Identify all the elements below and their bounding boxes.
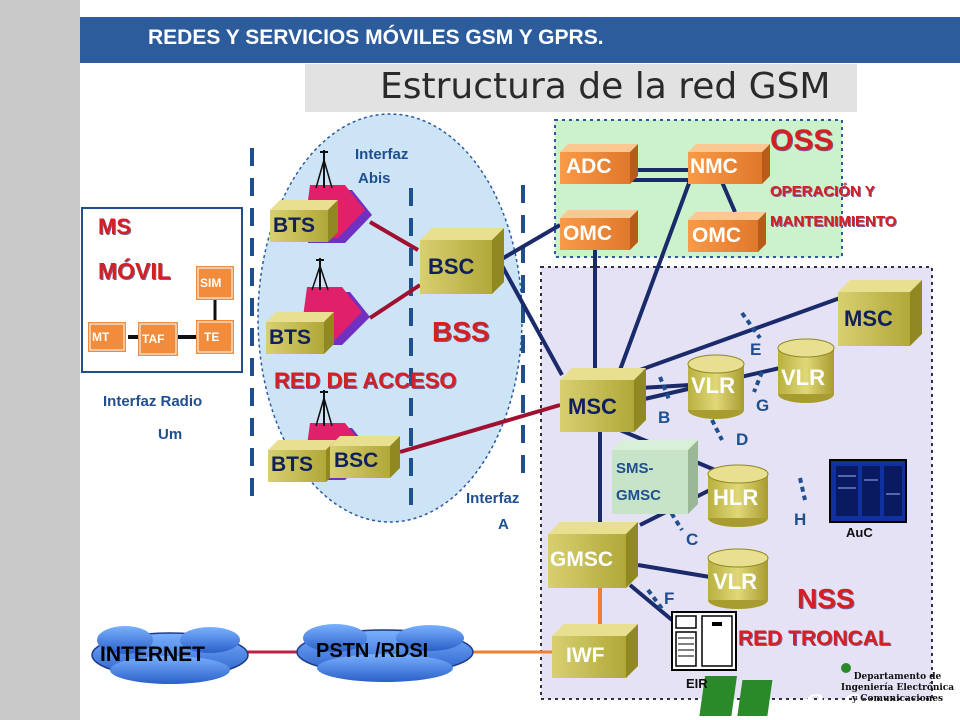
abis-label-line2: Abis bbox=[358, 170, 391, 187]
dept-logo: e e bbox=[699, 663, 862, 720]
hlr-label: HLR bbox=[713, 485, 759, 510]
ms-subtitle: MÓVIL bbox=[98, 258, 171, 284]
um-interface-label: Um bbox=[158, 426, 183, 443]
a-label-line2: A bbox=[498, 516, 509, 533]
hlr-cylinder bbox=[707, 464, 769, 527]
sms-gmsc-line1: SMS- bbox=[616, 460, 654, 477]
oss-subtitle-line1: OPERACIÓN Y bbox=[770, 183, 875, 200]
internet-label: INTERNET bbox=[100, 643, 205, 666]
adc-label: ADC bbox=[566, 155, 612, 178]
iface-g-label: G bbox=[756, 396, 770, 415]
nmc-label: NMC bbox=[690, 155, 738, 178]
bsc-small-box bbox=[330, 436, 400, 478]
nmc-box bbox=[688, 144, 770, 184]
iwf-box bbox=[552, 624, 638, 678]
msc-remote-label: MSC bbox=[844, 306, 893, 331]
te-box bbox=[196, 320, 234, 354]
dept-name: Departamento de Ingeniería Electrónica y… bbox=[840, 672, 955, 705]
mt-box bbox=[88, 322, 126, 352]
iface-e-label: E bbox=[750, 340, 762, 359]
iwf-label: IWF bbox=[566, 644, 605, 667]
sim-box bbox=[196, 266, 234, 300]
dept-line2: Ingeniería Electrónica bbox=[840, 683, 955, 693]
iface-f-label: F bbox=[664, 589, 675, 608]
omc1-label: OMC bbox=[563, 222, 612, 245]
te-label: TE bbox=[204, 330, 220, 344]
internet-cloud bbox=[91, 626, 249, 684]
eir-server-icon bbox=[671, 611, 737, 671]
abis-label-line1: Interfaz bbox=[355, 146, 409, 163]
msc-main-box bbox=[560, 368, 646, 432]
bts1-box bbox=[270, 200, 338, 242]
oss-subtitle-line2: MANTENIMIENTO bbox=[770, 213, 897, 230]
vlr3-label: VLR bbox=[713, 569, 757, 594]
taf-label: TAF bbox=[142, 332, 165, 346]
iface-b-label: B bbox=[658, 408, 671, 427]
bss-subtitle: RED DE ACCESO bbox=[274, 368, 457, 393]
bsc-small-label: BSC bbox=[334, 449, 379, 472]
dept-line1: Departamento de bbox=[853, 672, 942, 682]
radio-interface-label: Interfaz Radio bbox=[103, 393, 203, 410]
bts1-label: BTS bbox=[273, 214, 315, 237]
sms-gmsc-line2: GMSC bbox=[616, 487, 661, 504]
title-box bbox=[305, 64, 857, 112]
bts2-label: BTS bbox=[269, 326, 311, 349]
vlr2-cylinder bbox=[777, 338, 835, 403]
vlr3-cylinder bbox=[707, 548, 769, 609]
vlr1-label: VLR bbox=[691, 373, 735, 398]
nss-title: NSS bbox=[797, 583, 855, 614]
oss-title: OSS bbox=[770, 124, 834, 157]
vlr1-cylinder bbox=[687, 354, 745, 419]
bsc-main-label: BSC bbox=[428, 254, 475, 279]
header-title: REDES Y SERVICIOS MÓVILES GSM Y GPRS. bbox=[148, 26, 604, 49]
bts3-label: BTS bbox=[271, 453, 313, 476]
bts2-box bbox=[266, 312, 334, 354]
sim-label: SIM bbox=[200, 276, 222, 290]
omc1-box bbox=[560, 210, 638, 250]
omc2-label: OMC bbox=[692, 224, 741, 247]
auc-server-icon bbox=[829, 459, 907, 523]
ms-title: MS bbox=[98, 214, 131, 239]
omc2-box bbox=[688, 212, 766, 252]
adc-box bbox=[560, 144, 638, 184]
svg-text:e: e bbox=[842, 681, 862, 720]
header-bar bbox=[80, 17, 960, 63]
left-strip bbox=[0, 0, 80, 720]
dept-line3: y Comunicaciones bbox=[851, 694, 944, 704]
iface-d-label: D bbox=[736, 430, 749, 449]
eir-label: EIR bbox=[686, 676, 708, 691]
link-bts1-bsc bbox=[368, 220, 420, 252]
iface-c-label: C bbox=[686, 530, 699, 549]
page-title: Estructura de la red GSM bbox=[380, 66, 831, 107]
pstn-cloud bbox=[296, 624, 474, 682]
mt-label: MT bbox=[92, 330, 110, 344]
svg-text:e: e bbox=[804, 681, 824, 720]
pstn-label: PSTN /RDSI bbox=[316, 640, 429, 662]
vlr2-label: VLR bbox=[781, 365, 825, 390]
link-bts2-bsc bbox=[368, 283, 422, 320]
gmsc-box bbox=[548, 522, 638, 588]
bss-title: BSS bbox=[432, 316, 490, 347]
bsc-main-box bbox=[420, 228, 504, 294]
auc-label: AuC bbox=[846, 525, 873, 540]
msc-main-label: MSC bbox=[568, 394, 617, 419]
gmsc-label: GMSC bbox=[550, 548, 613, 571]
nss-subtitle: RED TRONCAL bbox=[738, 627, 891, 650]
a-label-line1: Interfaz bbox=[466, 490, 520, 507]
sms-gmsc-box bbox=[612, 440, 698, 514]
iface-h-label: H bbox=[794, 510, 807, 529]
link-bsc-msc bbox=[399, 403, 561, 454]
msc-remote-box bbox=[838, 280, 922, 346]
taf-box bbox=[138, 322, 178, 356]
